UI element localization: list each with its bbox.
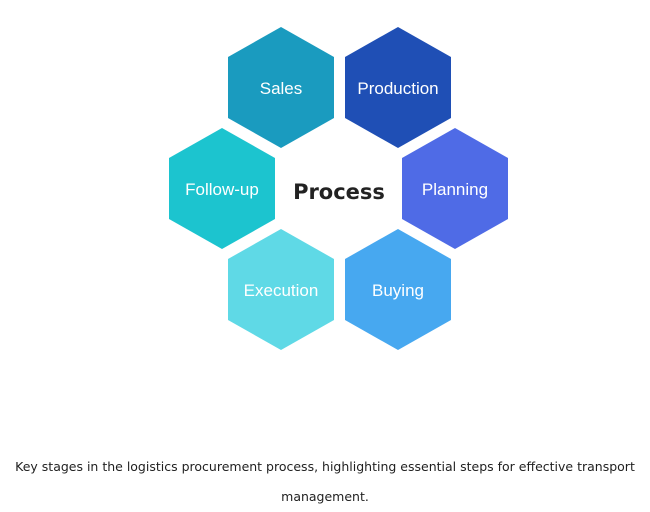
figure-caption: Key stages in the logistics procurement …: [0, 452, 650, 512]
hex-sales-shape: [228, 27, 334, 148]
caption-line-1: Key stages in the logistics procurement …: [15, 459, 635, 474]
hex-follow-up-shape: [169, 128, 275, 249]
hex-production-label: Production: [357, 79, 438, 98]
hex-buying-shape: [345, 229, 451, 350]
hex-sales-label: Sales: [260, 79, 303, 98]
hex-execution: Execution: [228, 229, 334, 350]
hex-execution-label: Execution: [244, 281, 319, 300]
center-label: Process: [293, 180, 385, 204]
hex-sales: Sales: [228, 27, 334, 148]
hex-planning: Planning: [402, 128, 508, 249]
process-hexagon-diagram: Sales Production Planning Buying Executi…: [169, 27, 508, 350]
caption-line-2: management.: [281, 489, 369, 504]
hex-production: Production: [345, 27, 451, 148]
hex-planning-shape: [402, 128, 508, 249]
hex-production-shape: [345, 27, 451, 148]
hex-execution-shape: [228, 229, 334, 350]
hex-follow-up: Follow-up: [169, 128, 275, 249]
hex-buying-label: Buying: [372, 281, 424, 300]
hex-buying: Buying: [345, 229, 451, 350]
hex-planning-label: Planning: [422, 180, 488, 199]
hex-follow-up-label: Follow-up: [185, 180, 259, 199]
